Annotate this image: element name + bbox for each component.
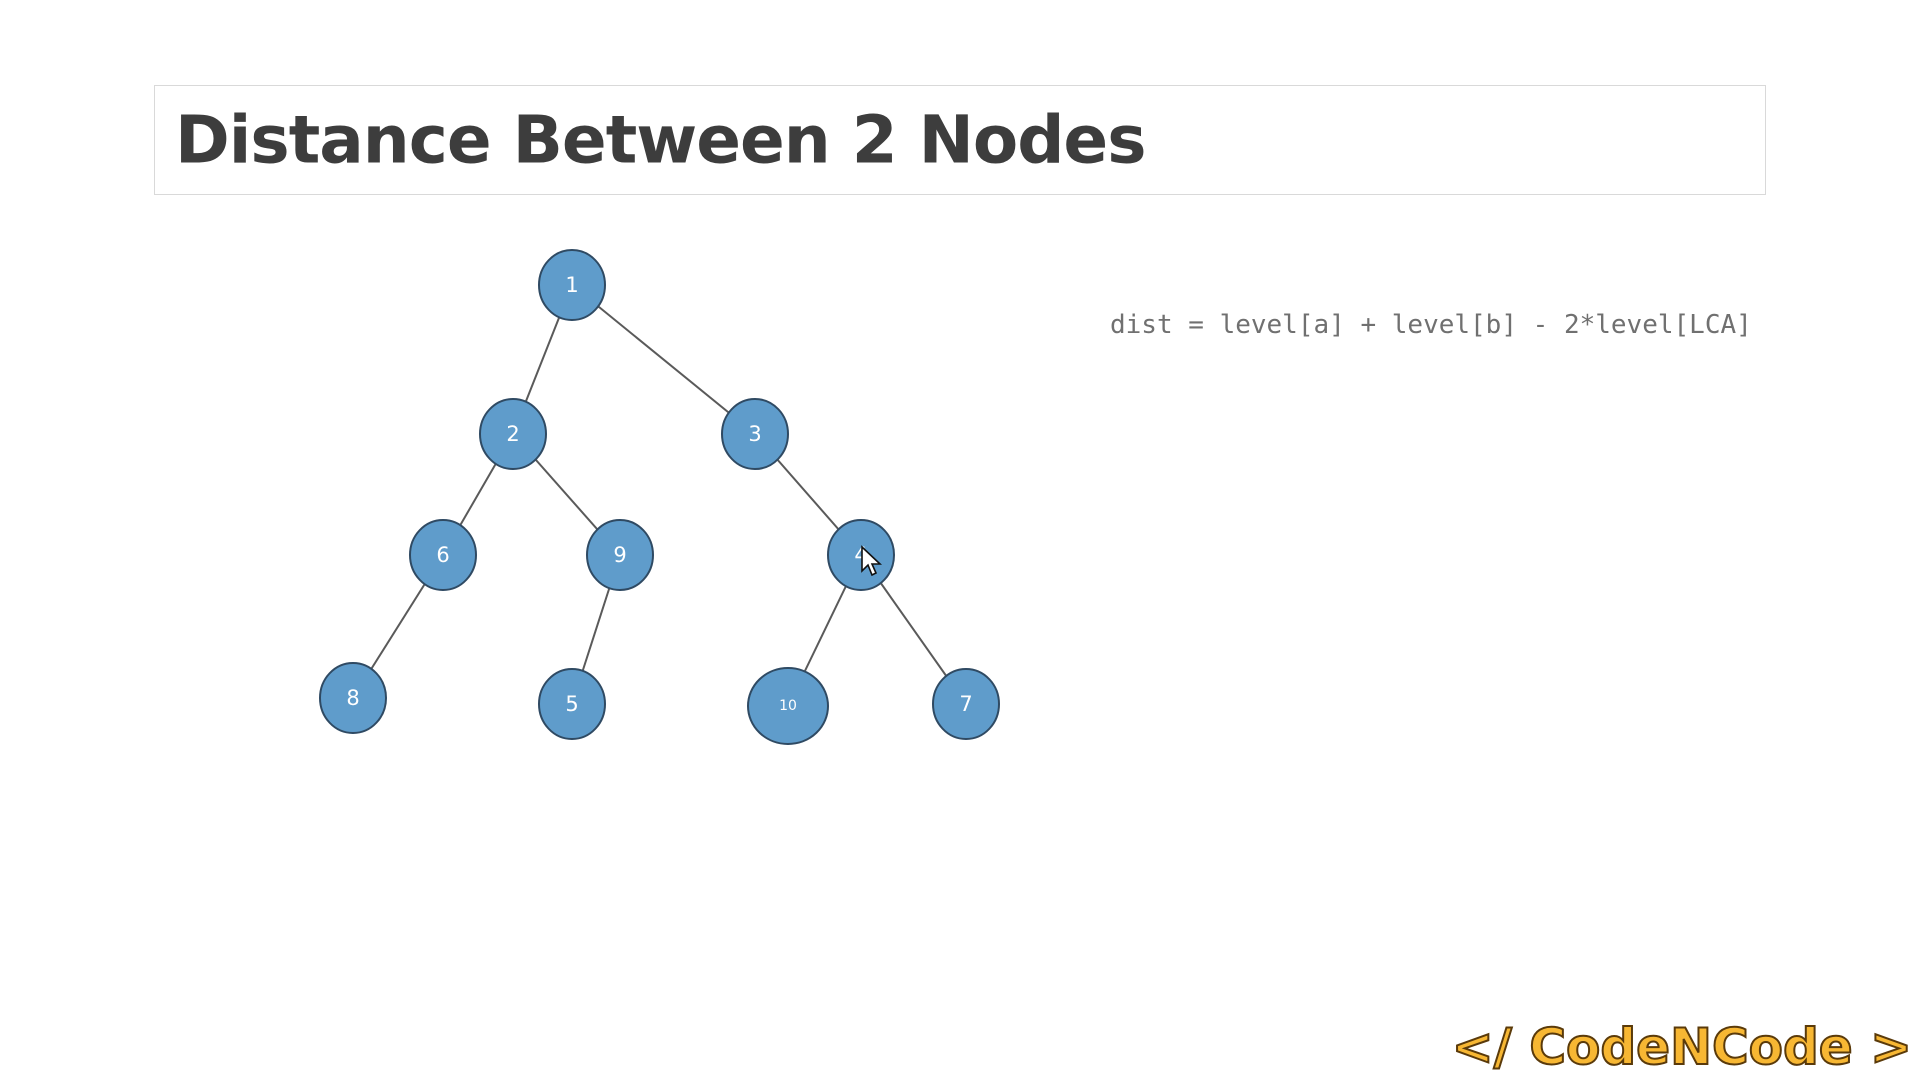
tree-node-5: 5: [538, 668, 606, 740]
tree-node-label: 3: [748, 422, 761, 446]
tree-node-4: 4: [827, 519, 895, 591]
tree-node-circle: [319, 662, 387, 734]
title-box: Distance Between 2 Nodes: [154, 85, 1766, 195]
tree-node-9: 9: [586, 519, 654, 591]
tree-node-circle: [409, 519, 477, 591]
tree-edge-1-3: [571, 284, 756, 435]
tree-node-label: 10: [779, 698, 797, 714]
tree-node-label: 5: [565, 692, 578, 716]
tree-node-circle: [721, 398, 789, 470]
tree-node-8: 8: [319, 662, 387, 734]
tree-node-10: 10: [747, 667, 829, 745]
tree-node-circle: [586, 519, 654, 591]
tree-node-6: 6: [409, 519, 477, 591]
tree-node-7: 7: [932, 668, 1000, 740]
distance-formula: dist = level[a] + level[b] - 2*level[LCA…: [1110, 310, 1752, 340]
tree-node-circle: [538, 668, 606, 740]
tree-node-label: 6: [436, 543, 449, 567]
tree-node-circle: [827, 519, 895, 591]
tree-node-circle: [479, 398, 547, 470]
tree-node-2: 2: [479, 398, 547, 470]
tree-node-label: 2: [506, 422, 519, 446]
tree-node-1: 1: [538, 249, 606, 321]
mouse-pointer-icon: [861, 545, 883, 577]
tree-node-label: 8: [346, 686, 359, 710]
tree-node-circle: [747, 667, 829, 745]
tree-node-label: 1: [565, 273, 578, 297]
page-title: Distance Between 2 Nodes: [175, 101, 1146, 179]
tree-node-label: 9: [613, 543, 626, 567]
tree-node-circle: [932, 668, 1000, 740]
tree-node-label: 7: [959, 692, 972, 716]
codencode-watermark: </ CodeNCode >: [1451, 1017, 1913, 1077]
tree-edges: [352, 284, 967, 707]
tree-node-3: 3: [721, 398, 789, 470]
tree-nodes: 1 2 3 6 9 4 8 5 10 7: [319, 249, 1000, 745]
tree-node-circle: [538, 249, 606, 321]
